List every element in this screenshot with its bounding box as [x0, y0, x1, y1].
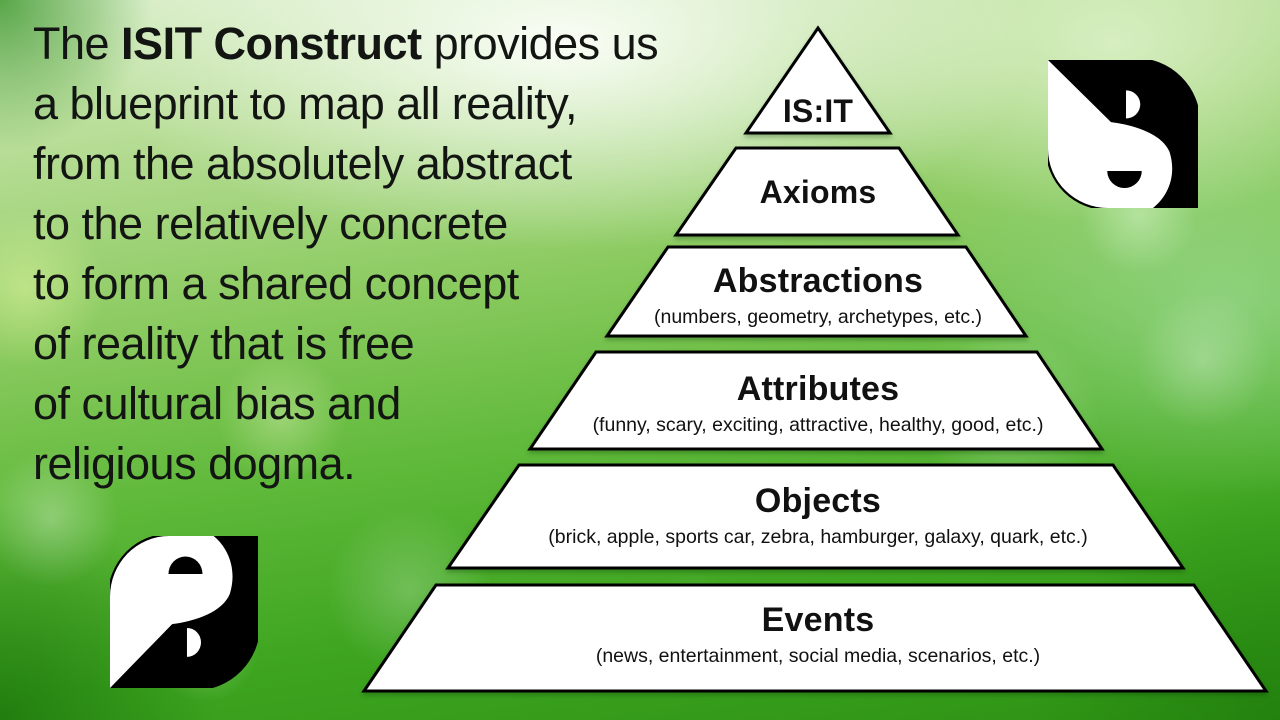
headline-line: to the relatively concrete [33, 198, 508, 249]
level-title: IS:IT [782, 93, 854, 129]
level-title: Abstractions [712, 262, 924, 300]
headline-line: from the absolutely abstract [33, 138, 572, 189]
pyramid-level-isit: IS:IT [783, 93, 853, 129]
pyramid-level-objects-shape [445, 463, 1186, 570]
headline-line: to form a shared concept [33, 258, 519, 309]
pyramid-level-events: Events (news, entertainment, social medi… [596, 600, 1040, 668]
logo-black-half-dot [1107, 171, 1142, 189]
logo-white-half-dot [186, 627, 202, 657]
level-title: Objects [754, 482, 882, 520]
level-subtitle: (brick, apple, sports car, zebra, hambur… [548, 526, 1088, 548]
pyramid-level-isit-shape [743, 25, 893, 135]
headline-bold-term: ISIT Construct [121, 18, 422, 69]
pyramid-level-abstractions-shape [604, 245, 1029, 338]
pyramid-level-events-shape [361, 583, 1269, 693]
logo-white-half-dot [1126, 90, 1141, 119]
headline-line: a blueprint to map all reality, [33, 78, 577, 129]
pyramid-level-objects: Objects (brick, apple, sports car, zebra… [548, 481, 1087, 549]
yin-yang-leaf-logo-graphic [1048, 60, 1198, 208]
level-title: Events [761, 601, 875, 639]
level-title: Axioms [759, 174, 877, 210]
yin-yang-leaf-logo-icon [1048, 60, 1198, 208]
yin-yang-leaf-logo-graphic [110, 536, 258, 688]
pyramid-level-abstractions: Abstractions (numbers, geometry, archety… [654, 261, 982, 329]
pyramid-level-axioms-shape [673, 146, 961, 237]
pyramid-level-attributes-shape [527, 350, 1105, 451]
level-subtitle: (funny, scary, exciting, attractive, hea… [592, 414, 1044, 436]
pyramid-level-attributes: Attributes (funny, scary, exciting, attr… [593, 369, 1044, 437]
level-subtitle: (news, entertainment, social media, scen… [595, 645, 1041, 667]
logo-black-half-dot [168, 556, 203, 574]
pyramid-level-axioms: Axioms [760, 174, 877, 210]
headline-paragraph: The ISIT Construct provides us a bluepri… [33, 14, 659, 494]
level-subtitle: (numbers, geometry, archetypes, etc.) [653, 306, 983, 328]
yin-yang-leaf-logo-icon [110, 536, 258, 688]
headline-line: religious dogma. [33, 438, 356, 489]
headline-line: The ISIT Construct provides us [33, 18, 659, 69]
headline-line: of reality that is free [33, 318, 415, 369]
level-title: Attributes [736, 370, 900, 408]
headline-line: of cultural bias and [33, 378, 401, 429]
